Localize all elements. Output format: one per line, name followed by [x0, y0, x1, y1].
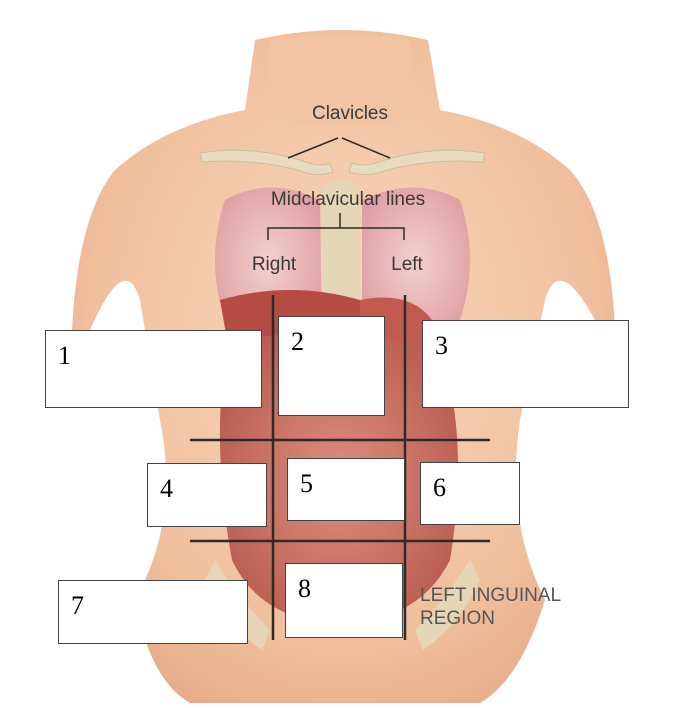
- right-clavicle: [199, 149, 334, 176]
- clavicles-pointer-right: [287, 137, 339, 159]
- region-number-4: 4: [160, 474, 173, 503]
- region-number-7: 7: [71, 591, 84, 620]
- region-box-8[interactable]: 8: [285, 563, 403, 638]
- region-box-5[interactable]: 5: [287, 458, 405, 521]
- neck: [265, 35, 418, 125]
- left-label: Left: [391, 254, 423, 275]
- region-number-5: 5: [300, 469, 313, 498]
- sternum: [322, 180, 360, 330]
- midclavicular-bracket: [267, 227, 405, 240]
- region-number-6: 6: [433, 473, 446, 502]
- region-number-1: 1: [58, 341, 71, 370]
- inguinal-label-line2: REGION: [420, 608, 495, 629]
- clavicles-label: Clavicles: [312, 103, 388, 124]
- right-label: Right: [252, 254, 297, 275]
- region-box-4[interactable]: 4: [147, 463, 267, 527]
- clavicles-pointer-left: [341, 137, 391, 159]
- region-number-2: 2: [291, 327, 304, 356]
- region-box-2[interactable]: 2: [278, 316, 385, 416]
- left-clavicle: [348, 149, 486, 176]
- midclavicular-label: Midclavicular lines: [271, 189, 425, 210]
- region-box-1[interactable]: 1: [45, 330, 262, 408]
- region-box-7[interactable]: 7: [58, 580, 248, 644]
- inguinal-label-line1: LEFT INGUINAL: [420, 585, 561, 606]
- pelvis-right: [415, 560, 480, 650]
- region-box-3[interactable]: 3: [422, 320, 629, 408]
- region-number-3: 3: [435, 331, 448, 360]
- region-number-8: 8: [298, 574, 311, 603]
- region-box-6[interactable]: 6: [420, 462, 520, 525]
